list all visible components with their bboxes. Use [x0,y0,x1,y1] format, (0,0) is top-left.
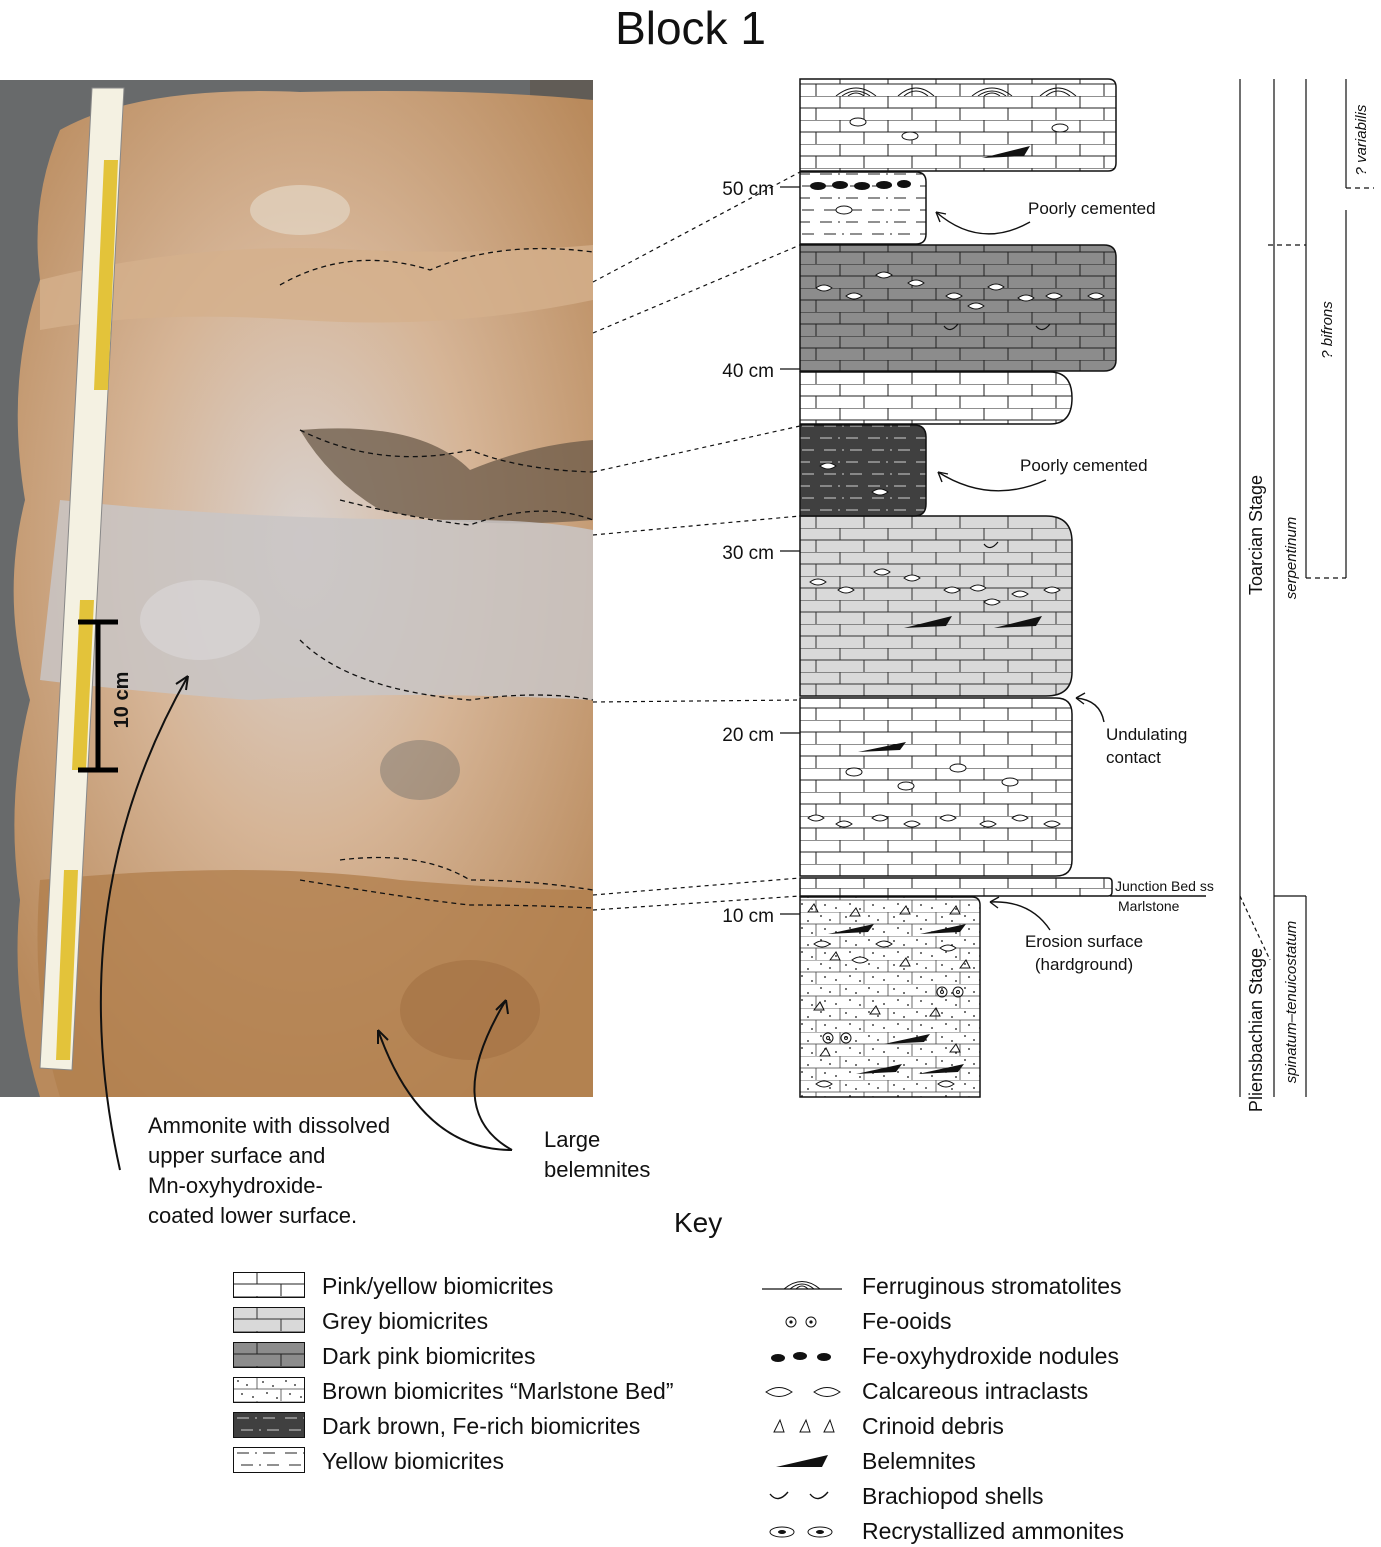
annotation-poorly-cemented-lower: Poorly cemented [1020,456,1148,475]
ammonite-icon [769,1526,833,1538]
key-ammonites: Recrystallized ammonites [862,1518,1125,1544]
key-stromatolites: Ferruginous stromatolites [862,1273,1122,1299]
key-belemnites: Belemnites [862,1448,976,1474]
crinoid-icon [773,1418,835,1433]
bed-yellow [799,171,927,245]
brachiopod-icon [769,1491,829,1500]
swatch-dots [233,1377,305,1403]
log-callouts [935,211,1206,931]
swatch-dash-white [233,1447,305,1473]
annotation-contact: contact [1106,748,1161,767]
stratigraphic-log [799,78,1117,1098]
annotation-junction-bed: Junction Bed ss [1115,878,1214,894]
key-brown-marlstone: Brown biomicrites “Marlstone Bed” [322,1378,674,1404]
bed-pink-top [799,78,1117,172]
key-crinoid: Crinoid debris [862,1413,1004,1439]
bed-dark-pink [799,244,1117,372]
annotation-undulating: Undulating [1106,725,1187,744]
ooid-icon [785,1316,817,1328]
key-intraclasts: Calcareous intraclasts [862,1378,1089,1404]
depth-label-20: 20 cm [722,725,774,746]
annotation-ammonite-line3: Mn-oxyhydroxide- [148,1173,323,1198]
nodule-icon [771,1352,831,1362]
key-pink-yellow: Pink/yellow biomicrites [322,1273,554,1299]
annotation-hardground: (hardground) [1035,955,1133,974]
key-fe-ooids: Fe-ooids [862,1308,952,1334]
depth-label-50: 50 cm [722,179,774,200]
annotation-ammonite-line2: upper surface and [148,1143,325,1168]
correlation-lines [592,171,801,911]
annotation-marlstone: Marlstone [1118,898,1180,914]
bed-marlstone [799,896,981,1098]
key-yellow: Yellow biomicrites [322,1448,504,1474]
stage-toarcian: Toarcian Stage [1246,475,1266,595]
zone-spinatum: spinatum–tenuicostatum [1283,921,1300,1084]
annotation-ammonite-line1: Ammonite with dissolved [148,1113,390,1138]
key-nodules: Fe-oxyhydroxide nodules [862,1343,1119,1369]
annotation-poorly-cemented-upper: Poorly cemented [1028,199,1156,218]
scale-bar-label: 10 cm [111,672,133,729]
figure-title: Block 1 [615,2,766,54]
key-dark-pink: Dark pink biomicrites [322,1343,536,1369]
bed-pink-middle [799,371,1073,425]
annotation-erosion-surface: Erosion surface [1025,932,1143,951]
depth-label-10: 10 cm [722,906,774,927]
annotation-ammonite-line4: coated lower surface. [148,1203,357,1228]
swatch-brick-dark [233,1342,305,1368]
stage-pliensbachian: Pliensbachian Stage [1246,948,1266,1112]
depth-label-30: 30 cm [722,543,774,564]
zone-bifrons: ? bifrons [1319,301,1336,359]
intraclast-icon [765,1387,841,1397]
bed-junction [799,877,1113,897]
swatch-dash-dark [233,1412,305,1438]
zone-variabilis: ? variabilis [1353,104,1370,175]
swatch-brick-white [233,1272,305,1298]
bed-pink-lower [799,697,1073,877]
zone-serpentinum: serpentinum [1283,517,1300,600]
stromatolite-icon [762,1281,842,1290]
log-symbols [807,87,1105,1088]
key-title: Key [674,1207,723,1238]
scale-bar: 10 cm [78,619,133,773]
swatch-brick-grey [233,1307,305,1333]
bed-dark-brown [799,424,927,517]
annotation-large: Large [544,1127,600,1152]
bed-grey [799,515,1073,697]
depth-scale [780,186,800,915]
chronostratigraphy [1239,79,1374,1097]
depth-label-40: 40 cm [722,361,774,382]
annotation-belemnites: belemnites [544,1157,650,1182]
folding-ruler [39,87,125,1071]
key-brachiopods: Brachiopod shells [862,1483,1044,1509]
key-dark-brown: Dark brown, Fe-rich biomicrites [322,1413,641,1439]
key-grey: Grey biomicrites [322,1308,489,1334]
belemnite-icon [776,1455,828,1467]
rock-photo: 10 cm [0,80,594,1097]
photo-callouts [99,675,513,1171]
